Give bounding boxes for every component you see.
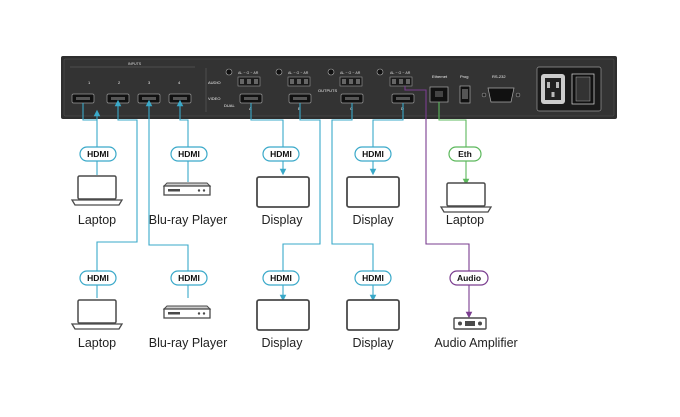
svg-text:HDMI: HDMI xyxy=(87,273,109,283)
video-side-label: VIDEO xyxy=(208,96,220,101)
svg-text:Audio: Audio xyxy=(457,273,481,283)
cable-output-b-to-display-3 xyxy=(279,103,321,302)
device-label-display-2: Display xyxy=(353,213,395,227)
dual-side-label: DUAL xyxy=(224,103,235,108)
pill-hdmi-5: HDMI xyxy=(79,270,117,286)
audio-amplifier-icon xyxy=(453,317,487,330)
pill-hdmi-6: HDMI xyxy=(170,270,208,286)
pill-hdmi-2: HDMI xyxy=(170,146,208,162)
audio-pin-label-c: AL − G − AR xyxy=(340,71,361,75)
svg-text:Eth: Eth xyxy=(458,149,472,159)
svg-text:HDMI: HDMI xyxy=(87,149,109,159)
laptop-icon xyxy=(70,175,124,206)
inputs-title: INPUTS xyxy=(128,62,142,66)
device-label-laptop-1: Laptop xyxy=(78,213,116,227)
pill-hdmi-3: HDMI xyxy=(262,146,300,162)
display-icon xyxy=(256,299,310,331)
display-icon xyxy=(346,176,400,208)
cable-bluray-bottom-to-input-3 xyxy=(145,99,189,298)
hdmi-output-port-a xyxy=(239,93,263,104)
input-number-4: 4 xyxy=(178,80,181,85)
laptop-icon xyxy=(439,182,493,213)
prog-port-label: Prog xyxy=(460,74,468,79)
device-label-display-1: Display xyxy=(262,213,304,227)
audio-output-terminal-c: AL − G − AR xyxy=(327,68,363,87)
audio-pin-label-d: AL − G − AR xyxy=(390,71,411,75)
input-number-1: 1 xyxy=(88,80,91,85)
audio-side-label: AUDIO xyxy=(208,80,221,85)
laptop-icon xyxy=(70,299,124,330)
device-label-bluray-1: Blu-ray Player xyxy=(149,213,228,227)
audio-output-terminal-a: AL − G − AR xyxy=(225,68,261,87)
audio-pin-label-a: AL − G − AR xyxy=(238,71,259,75)
input-number-2: 2 xyxy=(118,80,121,85)
svg-text:HDMI: HDMI xyxy=(362,149,384,159)
rear-panel: INPUTS 1 2 3 4 AUDIO VIDEO DUAL OUTPUTS … xyxy=(61,56,617,119)
device-label-bluray-2: Blu-ray Player xyxy=(149,336,228,350)
connection-pills: HDMI HDMI HDMI HDMI Eth HDMI HDMI HDMI H… xyxy=(79,146,489,286)
display-icon xyxy=(346,299,400,331)
rs232-port xyxy=(481,87,521,103)
hdmi-input-port-4 xyxy=(168,93,192,104)
cable-output-a-to-display-1 xyxy=(250,103,287,176)
svg-text:HDMI: HDMI xyxy=(178,149,200,159)
audio-output-terminal-d: AL − G − AR xyxy=(376,68,413,87)
device-label-audio-amplifier: Audio Amplifier xyxy=(434,336,517,350)
power-switch xyxy=(571,73,595,105)
input-number-3: 3 xyxy=(148,80,151,85)
pill-hdmi-1: HDMI xyxy=(79,146,117,162)
bluray-player-icon xyxy=(162,305,212,319)
device-label-display-3: Display xyxy=(262,336,304,350)
hdmi-output-port-d xyxy=(391,93,415,104)
svg-text:HDMI: HDMI xyxy=(362,273,384,283)
device-label-display-4: Display xyxy=(353,336,395,350)
pill-hdmi-4: HDMI xyxy=(354,146,392,162)
hdmi-input-port-1 xyxy=(71,93,95,104)
device-label-laptop-3: Laptop xyxy=(78,336,116,350)
cable-output-d-to-display-2 xyxy=(369,103,404,176)
pill-hdmi-7: HDMI xyxy=(262,270,300,286)
pill-eth: Eth xyxy=(448,146,482,162)
display-icon xyxy=(256,176,310,208)
hdmi-output-port-c xyxy=(340,93,364,104)
svg-text:HDMI: HDMI xyxy=(270,149,292,159)
rs232-port-label: RS-232 xyxy=(492,74,506,79)
audio-pin-label-b: AL − G − AR xyxy=(288,71,309,75)
hdmi-input-port-3 xyxy=(137,93,161,104)
audio-output-terminal-b: AL − G − AR xyxy=(275,68,311,87)
bluray-player-icon xyxy=(162,182,212,196)
outputs-title: OUTPUTS xyxy=(318,88,337,93)
ethernet-port xyxy=(429,86,449,103)
cable-audio-to-amplifier xyxy=(404,86,473,319)
svg-text:HDMI: HDMI xyxy=(270,273,292,283)
hdmi-input-port-2 xyxy=(106,93,130,104)
device-label-laptop-2: Laptop xyxy=(446,213,484,227)
pill-hdmi-8: HDMI xyxy=(354,270,392,286)
hdmi-output-port-b xyxy=(288,93,312,104)
pill-audio: Audio xyxy=(449,270,489,286)
svg-text:HDMI: HDMI xyxy=(178,273,200,283)
cable-laptop-bottom-to-input-2 xyxy=(96,99,138,298)
cable-output-c-to-display-4 xyxy=(331,103,377,302)
ethernet-port-label: Ethernet xyxy=(432,74,448,79)
usb-prog-port xyxy=(459,85,471,104)
